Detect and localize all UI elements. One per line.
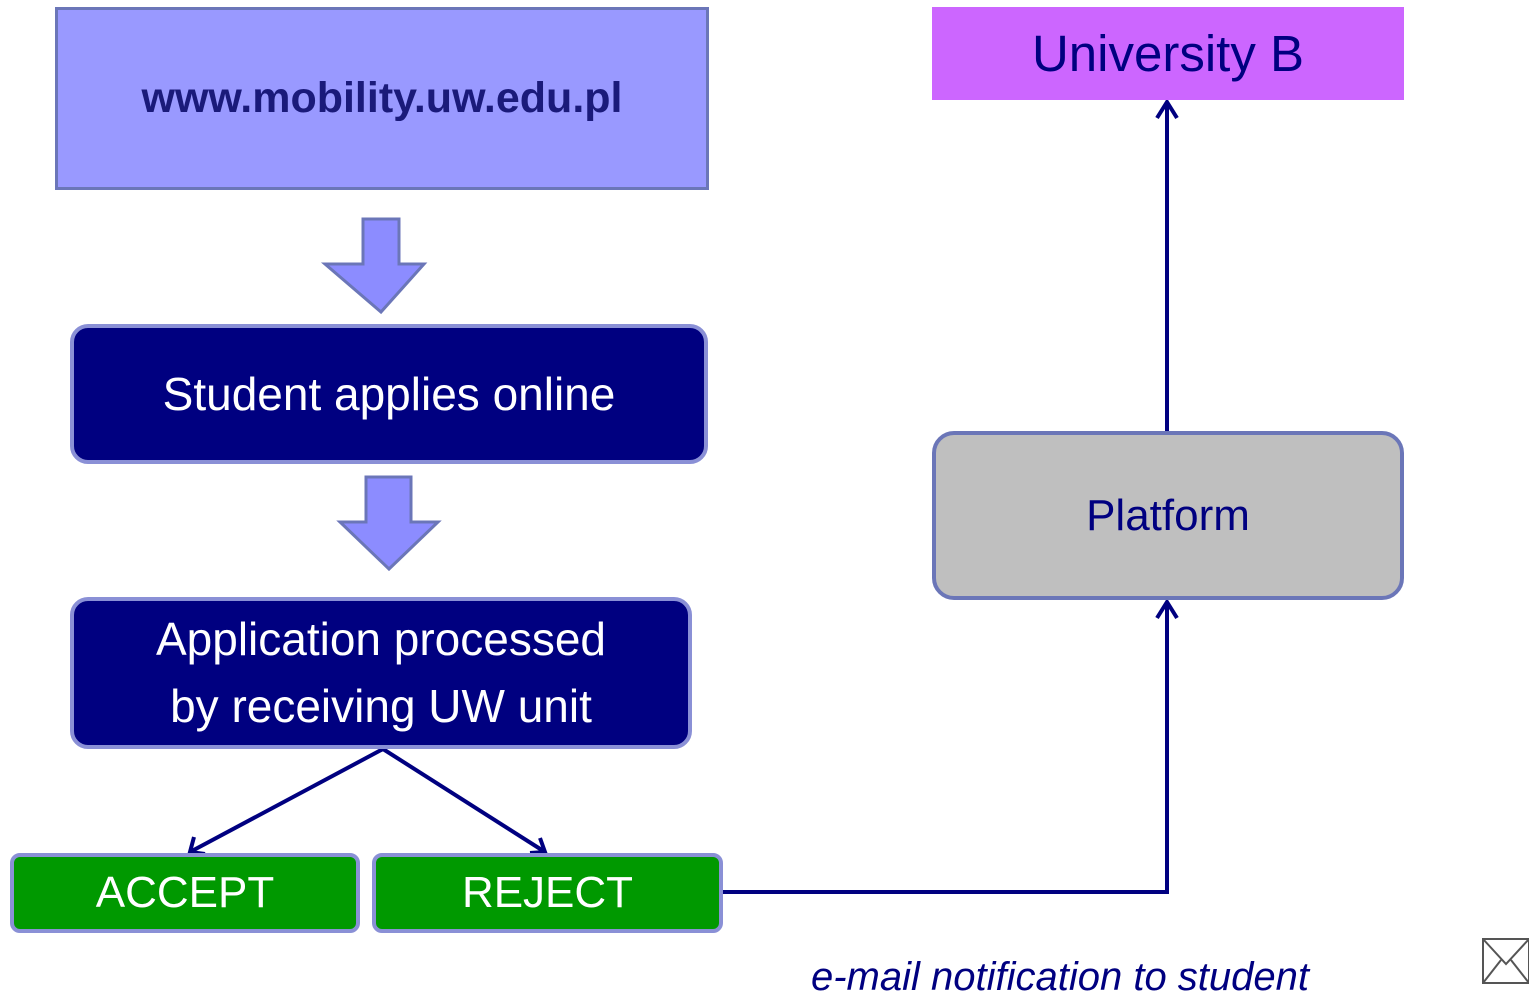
student-applies-box: Student applies online bbox=[70, 324, 708, 464]
down-arrow-icon bbox=[320, 217, 428, 315]
student-applies-label: Student applies online bbox=[162, 367, 616, 420]
email-notification-caption: e-mail notification to student bbox=[810, 955, 1310, 999]
reject-connector bbox=[381, 747, 547, 854]
university-b-box: University B bbox=[932, 7, 1404, 100]
reject-box: REJECT bbox=[372, 853, 723, 933]
accept-connector bbox=[189, 747, 384, 854]
reject-to-platform-connector bbox=[723, 602, 1169, 894]
envelope-icon bbox=[1482, 938, 1529, 984]
university-arrowhead bbox=[1155, 98, 1179, 120]
platform-box: Platform bbox=[932, 431, 1404, 600]
reject-arrowhead bbox=[529, 837, 548, 855]
platform-label: Platform bbox=[1086, 490, 1250, 540]
application-processed-box: Application processed by receiving UW un… bbox=[70, 597, 692, 749]
accept-label: ACCEPT bbox=[95, 868, 275, 917]
processed-line-1: Application processed bbox=[155, 613, 607, 666]
processed-line-2: by receiving UW unit bbox=[170, 680, 592, 732]
accept-box: ACCEPT bbox=[10, 853, 360, 933]
website-box: www.mobility.uw.edu.pl bbox=[55, 7, 709, 190]
website-label: www.mobility.uw.edu.pl bbox=[141, 74, 623, 122]
platform-arrowhead bbox=[1155, 598, 1179, 620]
university-b-label: University B bbox=[1031, 25, 1305, 82]
down-arrow-icon bbox=[336, 475, 442, 572]
reject-label: REJECT bbox=[461, 868, 634, 917]
